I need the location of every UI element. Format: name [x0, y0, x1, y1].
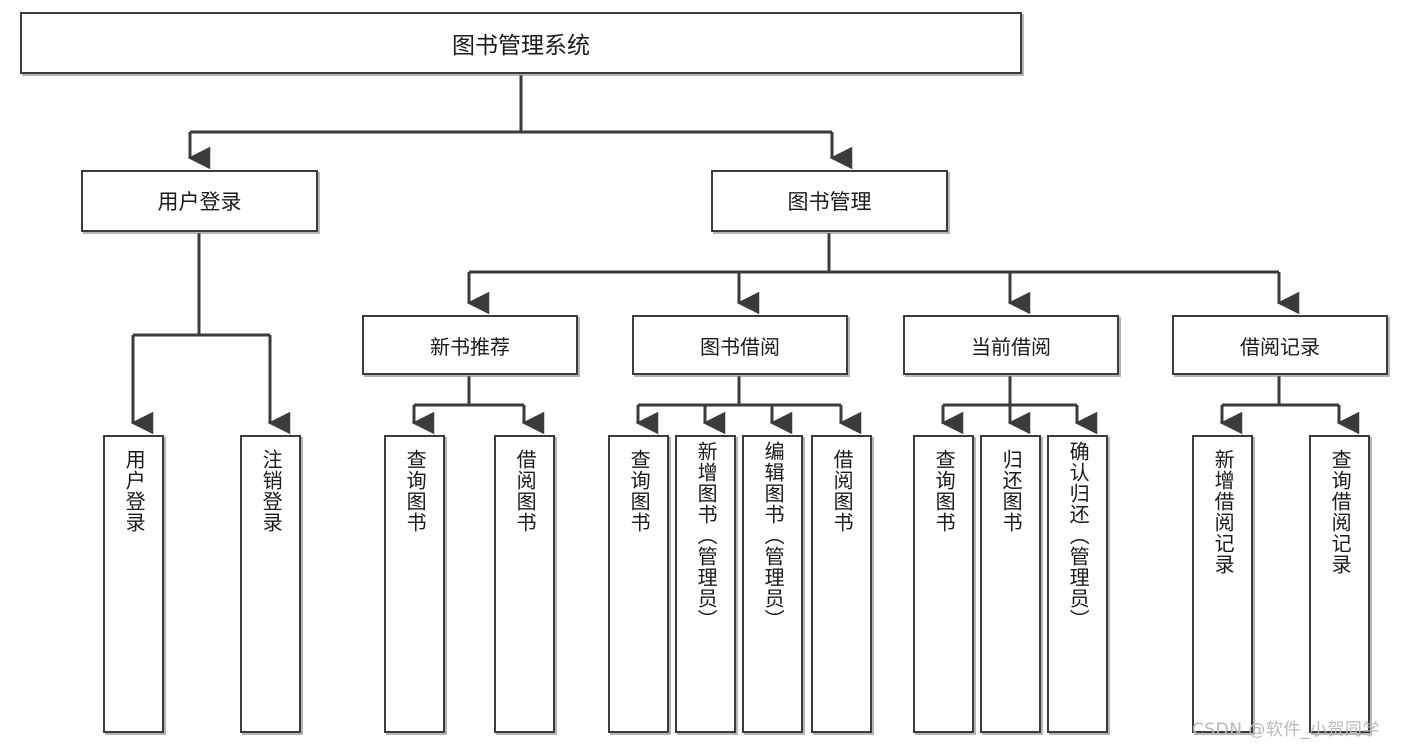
leaf-label: 查询图书 [403, 449, 428, 533]
leaf-record-add-record[interactable]: 新增借阅记录 [1192, 435, 1253, 733]
node-label: 用户登录 [157, 190, 242, 214]
node-label: 当前借阅 [971, 334, 1051, 359]
leaf-label: 用户登录 [122, 449, 147, 533]
leaf-borrow-borrow-book[interactable]: 借阅图书 [811, 435, 872, 733]
leaf-label: 借阅图书 [513, 449, 538, 533]
leaf-borrow-add-book-admin[interactable]: 新增图书（管理员） [675, 435, 736, 733]
leaf-borrow-query-book[interactable]: 查询图书 [608, 435, 669, 733]
watermark-text: CSDN @软件_小贺同学 [1192, 720, 1380, 740]
leaf-label: 查询图书 [627, 449, 652, 533]
node-new-book-recommend[interactable]: 新书推荐 [362, 315, 578, 375]
node-label: 图书管理 [787, 190, 872, 214]
leaf-label: 注销登录 [259, 449, 284, 533]
leaf-new-book-borrow[interactable]: 借阅图书 [494, 435, 555, 733]
leaf-current-return-book[interactable]: 归还图书 [980, 435, 1041, 733]
node-label: 图书借阅 [700, 334, 780, 359]
leaf-label: 新增借阅记录 [1211, 449, 1236, 575]
leaf-user-login-logout[interactable]: 注销登录 [240, 435, 301, 733]
leaf-label: 借阅图书 [830, 449, 855, 533]
leaf-label: 归还图书 [999, 449, 1024, 533]
leaf-label: 查询借阅记录 [1328, 449, 1353, 575]
node-book-management[interactable]: 图书管理 [711, 170, 948, 232]
leaf-current-query-book[interactable]: 查询图书 [913, 435, 974, 733]
node-book-borrow[interactable]: 图书借阅 [632, 315, 848, 375]
node-borrow-record[interactable]: 借阅记录 [1172, 315, 1388, 375]
leaf-label: 编辑图书（管理员） [761, 441, 786, 630]
leaf-new-book-query[interactable]: 查询图书 [384, 435, 445, 733]
leaf-borrow-edit-book-admin[interactable]: 编辑图书（管理员） [742, 435, 803, 733]
node-label: 借阅记录 [1240, 334, 1320, 359]
node-label: 图书管理系统 [452, 33, 590, 59]
leaf-label: 查询图书 [932, 449, 957, 533]
leaf-record-query-record[interactable]: 查询借阅记录 [1309, 435, 1370, 733]
node-user-login[interactable]: 用户登录 [81, 170, 318, 232]
node-current-borrow[interactable]: 当前借阅 [903, 315, 1119, 375]
leaf-label: 新增图书（管理员） [694, 441, 719, 630]
leaf-user-login-login[interactable]: 用户登录 [103, 435, 164, 733]
leaf-label: 确认归还（管理员） [1066, 441, 1091, 630]
node-root-system[interactable]: 图书管理系统 [20, 12, 1022, 74]
node-label: 新书推荐 [430, 334, 510, 359]
leaf-current-confirm-return-admin[interactable]: 确认归还（管理员） [1047, 435, 1108, 733]
